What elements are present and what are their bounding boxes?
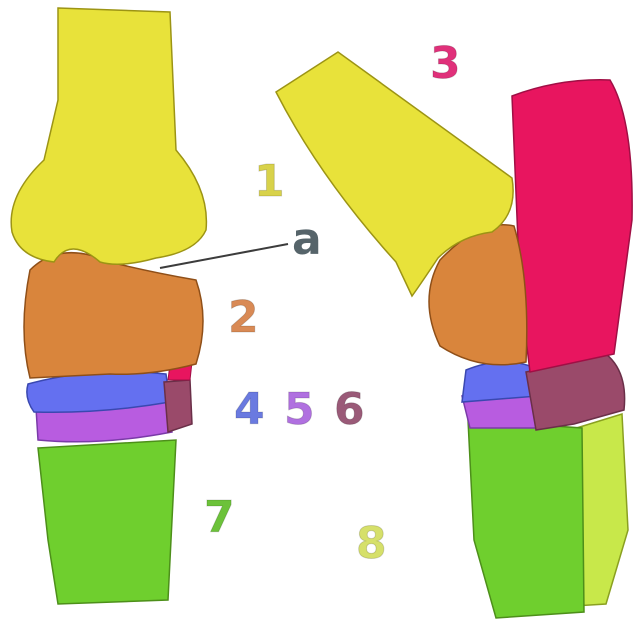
right-bone-7: [468, 420, 584, 618]
label-8: 8: [356, 522, 387, 566]
label-1: 1: [254, 160, 285, 204]
left-bone-7: [38, 440, 176, 604]
label-4: 4: [234, 388, 265, 432]
label-a: a: [292, 218, 322, 262]
right-bone-3: [512, 80, 632, 372]
label-5: 5: [284, 388, 315, 432]
label-3: 3: [430, 42, 461, 86]
label-6: 6: [334, 388, 365, 432]
label-2: 2: [228, 296, 259, 340]
left-bone-6: [164, 380, 192, 432]
left-bone-1: [11, 8, 206, 264]
left-bone-2: [24, 253, 203, 378]
label-7: 7: [204, 496, 235, 540]
right-bone-4: [462, 362, 538, 402]
